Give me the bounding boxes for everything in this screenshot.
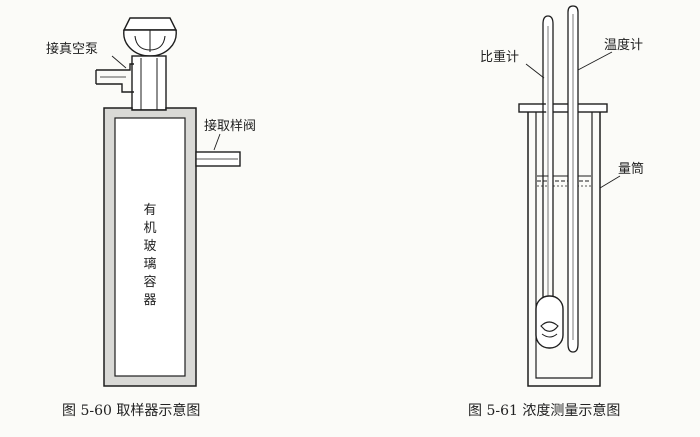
container-cavity bbox=[114, 117, 186, 377]
cylinder-leader bbox=[599, 175, 621, 189]
container-label-char: 机 bbox=[143, 221, 156, 236]
caption-right: 图 5-61 浓度测量示意图 bbox=[468, 402, 620, 419]
caption-left: 图 5-60 取样器示意图 bbox=[62, 402, 200, 419]
thermometer-label: 温度计 bbox=[604, 37, 643, 53]
cylinder-rim bbox=[518, 103, 608, 113]
neck-tube bbox=[131, 55, 167, 111]
container-label-char: 容 bbox=[143, 274, 156, 290]
container-label: 有 机 玻 璃 容 器 bbox=[143, 203, 156, 308]
cylinder-outer-wall bbox=[527, 112, 601, 387]
sampler-diagram: 接真空泵 接取样阀 有 机 玻 璃 容 器 图 5-60 取样器示意图 bbox=[46, 17, 256, 419]
hydrometer-leader bbox=[525, 63, 545, 79]
sampling-valve-leader bbox=[213, 133, 221, 151]
container-label-char: 器 bbox=[143, 293, 156, 308]
container-label-char: 有 bbox=[143, 203, 156, 218]
cylinder-inner-wall bbox=[535, 112, 593, 379]
vacuum-pump-label: 接真空泵 bbox=[46, 41, 98, 57]
cylinder-label: 量筒 bbox=[618, 161, 644, 177]
valve-nut bbox=[122, 17, 178, 57]
sampling-valve-pipe bbox=[195, 151, 241, 167]
thermometer bbox=[567, 5, 579, 353]
hydrometer-label: 比重计 bbox=[480, 49, 519, 65]
sampling-valve-label: 接取样阀 bbox=[204, 118, 256, 134]
container-label-char: 玻 bbox=[143, 239, 156, 254]
vacuum-pump-leader bbox=[111, 55, 127, 69]
hydrometer bbox=[535, 15, 564, 349]
liquid-level bbox=[537, 175, 591, 187]
thermometer-leader bbox=[577, 51, 613, 71]
vacuum-pump-pipe bbox=[95, 63, 134, 93]
container-label-char: 璃 bbox=[143, 257, 156, 272]
concentration-diagram: 比重计 温度计 量筒 图 5-61 浓度测量示意图 bbox=[468, 5, 644, 419]
